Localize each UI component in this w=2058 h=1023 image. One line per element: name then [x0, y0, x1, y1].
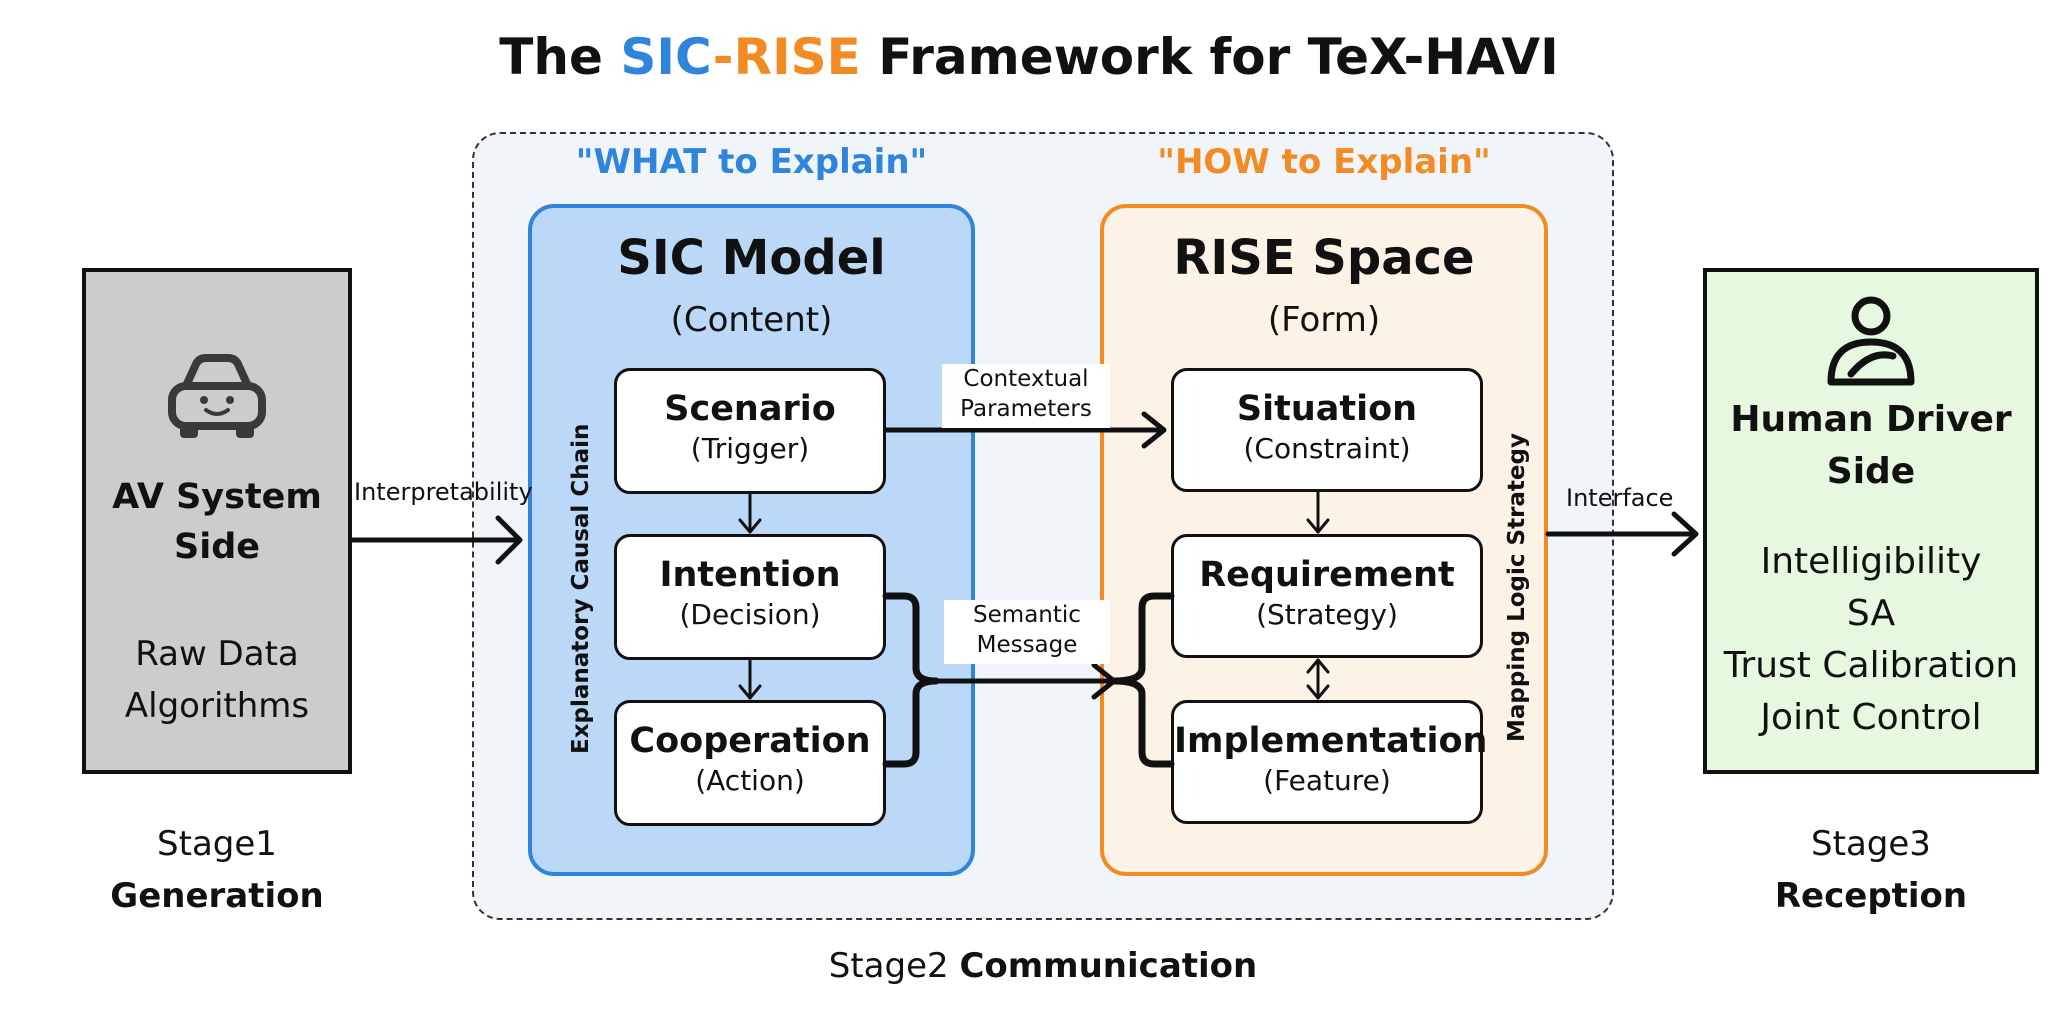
av-system-box: AV System Side Raw Data Algorithms: [82, 268, 352, 774]
semantic-message-label: Semantic Message: [944, 600, 1110, 664]
interpretability-label: Interpretability: [354, 478, 533, 506]
av-text-line2: Algorithms: [124, 686, 310, 726]
title-dash: -: [712, 28, 734, 86]
node-subtitle: (Constraint): [1243, 432, 1411, 465]
node-title: Implementation: [1174, 721, 1488, 761]
title-sic: SIC: [620, 28, 713, 86]
rise-header: "HOW to Explain": [1157, 142, 1491, 182]
human-item: Joint Control: [1760, 697, 1982, 738]
human-item: Trust Calibration: [1723, 645, 2019, 686]
sic-brace: [882, 592, 940, 768]
situation-to-requirement-head: [1306, 518, 1330, 534]
title-rise: RISE: [733, 28, 861, 86]
human-item: Intelligibility: [1760, 541, 1982, 582]
interpretability-arrowhead: [495, 515, 523, 565]
av-title-line2: Side: [174, 527, 260, 567]
interface-arrowhead: [1671, 511, 1699, 557]
node-subtitle: (Feature): [1263, 764, 1391, 797]
node-situation: Situation (Constraint): [1171, 368, 1483, 492]
stage1-name: Generation: [110, 876, 324, 916]
node-intention: Intention (Decision): [614, 534, 886, 660]
stage3-name: Reception: [1774, 876, 1968, 916]
contextual-line2: Parameters: [960, 396, 1092, 422]
car-robot-icon: [168, 354, 266, 438]
node-title: Cooperation: [629, 721, 871, 761]
node-subtitle: (Decision): [679, 598, 821, 631]
node-implementation: Implementation (Feature): [1171, 700, 1488, 824]
human-item: SA: [1846, 593, 1896, 634]
diagram-title: The SIC-RISE Framework for TeX-HAVI: [0, 28, 2058, 86]
node-title: Requirement: [1199, 555, 1455, 595]
rise-brace: [1110, 592, 1175, 768]
contextual-arrowhead: [1141, 411, 1167, 449]
stage1-label: Stage1: [157, 824, 277, 864]
stage3-caption: Stage3 Reception: [1703, 818, 2039, 922]
av-title-line1: AV System: [112, 477, 322, 517]
node-title: Situation: [1236, 389, 1418, 429]
contextual-parameters-label: Contextual Parameters: [942, 364, 1110, 428]
title-suffix: Framework for TeX-HAVI: [860, 28, 1559, 86]
requirement-implementation-head-down: [1306, 684, 1330, 700]
node-title: Intention: [659, 555, 841, 595]
rise-subtitle: (Form): [1267, 300, 1381, 340]
semantic-line2: Message: [976, 632, 1078, 658]
sic-header: "WHAT to Explain": [575, 142, 928, 182]
human-title: Human Driver Side: [1707, 394, 2035, 498]
av-title: AV System Side: [86, 472, 348, 572]
sic-subtitle: (Content): [670, 300, 833, 340]
driver-icon: [1827, 296, 1915, 386]
human-driver-box: Human Driver Side Intelligibility SA Tru…: [1703, 268, 2039, 774]
stage2-label: Stage2: [828, 946, 949, 986]
node-subtitle: (Action): [695, 764, 805, 797]
intention-to-cooperation-head: [738, 684, 762, 700]
sic-title: SIC Model: [617, 230, 886, 286]
interface-label: Interface: [1566, 484, 1674, 512]
av-description: Raw Data Algorithms: [86, 628, 348, 732]
title-prefix: The: [499, 28, 621, 86]
av-text-line1: Raw Data: [135, 634, 299, 674]
stage1-caption: Stage1 Generation: [82, 818, 352, 922]
human-title-line2: Side: [1826, 451, 1916, 492]
human-items: Intelligibility SA Trust Calibration Joi…: [1707, 536, 2035, 744]
node-title: Scenario: [664, 389, 836, 429]
stage3-label: Stage3: [1811, 824, 1931, 864]
node-subtitle: (Trigger): [690, 432, 810, 465]
node-scenario: Scenario (Trigger): [614, 368, 886, 494]
stage2-name: Communication: [959, 946, 1258, 986]
rise-title: RISE Space: [1173, 230, 1475, 286]
requirement-implementation-head-up: [1306, 658, 1330, 674]
node-cooperation: Cooperation (Action): [614, 700, 886, 826]
semantic-line1: Semantic: [973, 602, 1081, 628]
scenario-to-intention-head: [738, 518, 762, 534]
stage2-caption: Stage2 Communication: [472, 942, 1614, 990]
human-title-line1: Human Driver: [1730, 399, 2012, 440]
contextual-line1: Contextual: [963, 366, 1089, 392]
node-subtitle: (Strategy): [1256, 598, 1398, 631]
